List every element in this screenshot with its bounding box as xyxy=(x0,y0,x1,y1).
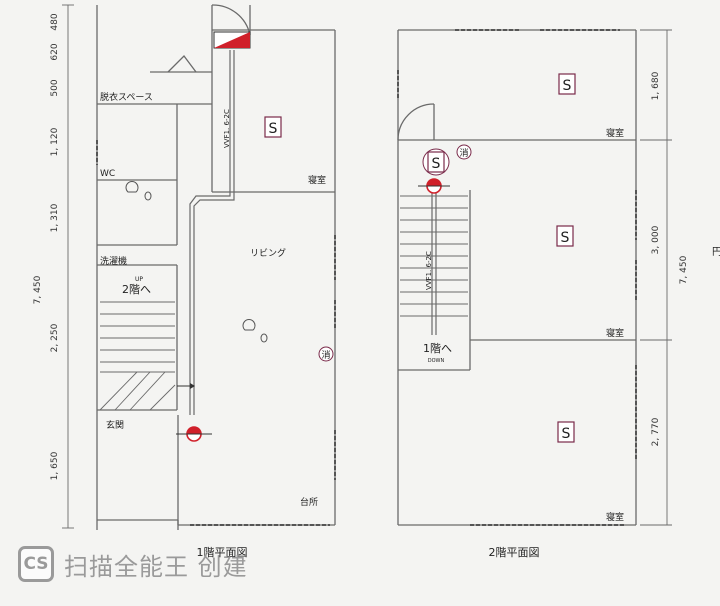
dim-1f-3: 1, 120 xyxy=(50,127,60,156)
watermark-text: 扫描全能王 创建 xyxy=(64,552,248,581)
floor2-alarm-icon xyxy=(418,178,450,194)
floor1-cable-run xyxy=(189,50,231,415)
dim-2f-2: 2, 770 xyxy=(651,417,661,446)
dim-1f-6: 1, 650 xyxy=(50,451,60,480)
svg-text:S: S xyxy=(561,230,570,246)
svg-text:S: S xyxy=(269,121,278,137)
svg-text:消: 消 xyxy=(459,147,468,159)
room-label-stairs-down: 1階へ xyxy=(423,341,452,355)
floor2-plan xyxy=(397,29,672,526)
dim-1f-5: 2, 250 xyxy=(50,323,60,352)
floor2-extinguisher-icon: 消 xyxy=(456,144,472,160)
floor1-cable-run-2 xyxy=(193,50,235,415)
room-label-bedroom-1f: 寝室 xyxy=(308,174,326,186)
dim-1f-4: 1, 310 xyxy=(50,203,60,232)
floor2-smoke-detector-hall-icon: S xyxy=(422,148,450,176)
dim-1f-2: 500 xyxy=(50,79,60,96)
svg-text:S: S xyxy=(563,78,572,94)
floor1-cable-label: VVF1. 6-2C xyxy=(223,109,231,148)
room-label-dressing: 脱衣スペース xyxy=(100,91,153,103)
floor2-windows xyxy=(397,29,637,526)
floor2-smoke-detector-top-icon: S xyxy=(558,73,576,95)
floor1-panel-fill xyxy=(214,32,250,48)
dim-2f-1: 3, 000 xyxy=(651,225,661,254)
floor1-fixtures xyxy=(125,181,268,343)
floor1-vent-mark xyxy=(167,55,197,73)
dim-1f-total: 7, 450 xyxy=(33,275,43,304)
room-label-living: リビング xyxy=(250,247,286,259)
dim-2f-total: 7, 450 xyxy=(679,255,689,284)
floor2-dimensions: 1, 680 3, 000 2, 770 7, 450 xyxy=(651,71,689,446)
floor1-alarm-icon xyxy=(176,426,212,442)
room-label-kitchen: 台所 xyxy=(300,496,318,508)
floor1-extinguisher-icon: 消 xyxy=(318,346,334,362)
floor1-plan xyxy=(62,4,336,530)
room-label-bedroom-bottom: 寝室 xyxy=(606,511,624,523)
room-label-entrance: 玄関 xyxy=(106,419,124,431)
floor1-smoke-detector-icon: S xyxy=(264,116,282,138)
svg-text:S: S xyxy=(562,426,571,442)
floor2-door-swing xyxy=(397,103,435,141)
floor1-stair-treads xyxy=(99,301,176,411)
floor2-cable-label: VVF1. 6-2C xyxy=(425,251,433,290)
room-label-bedroom-top: 寝室 xyxy=(606,127,624,139)
floor2-smoke-detector-middle-icon: S xyxy=(556,225,574,247)
floor1-windows xyxy=(96,140,336,526)
up-mark: UP xyxy=(135,276,143,283)
svg-text:S: S xyxy=(432,156,441,172)
floor2-smoke-detector-bottom-icon: S xyxy=(557,421,575,443)
room-label-wc: WC xyxy=(100,169,115,179)
floor1-title: 1階平面図 xyxy=(197,545,248,559)
watermark-logo: CS xyxy=(18,546,54,582)
room-label-bedroom-middle: 寝室 xyxy=(606,327,624,339)
floor1-door-swing xyxy=(211,4,251,36)
floor2-stair-treads xyxy=(400,195,468,317)
dim-1f-1: 620 xyxy=(50,43,60,60)
dim-1f-0: 480 xyxy=(50,13,60,30)
dim-2f-0: 1, 680 xyxy=(651,71,661,100)
room-label-stairs-up: 2階へ xyxy=(122,282,151,296)
down-mark: DOWN xyxy=(428,358,445,364)
room-label-washer: 洗濯機 xyxy=(100,255,127,267)
watermark: CS 扫描全能王 创建 xyxy=(18,546,248,582)
svg-text:消: 消 xyxy=(321,349,330,361)
floor2-title: 2階平面図 xyxy=(489,545,540,559)
floor1-dimensions: 480 620 500 1, 120 1, 310 2, 250 1, 650 … xyxy=(33,13,60,480)
edge-fragment-label: 円 xyxy=(712,247,720,258)
